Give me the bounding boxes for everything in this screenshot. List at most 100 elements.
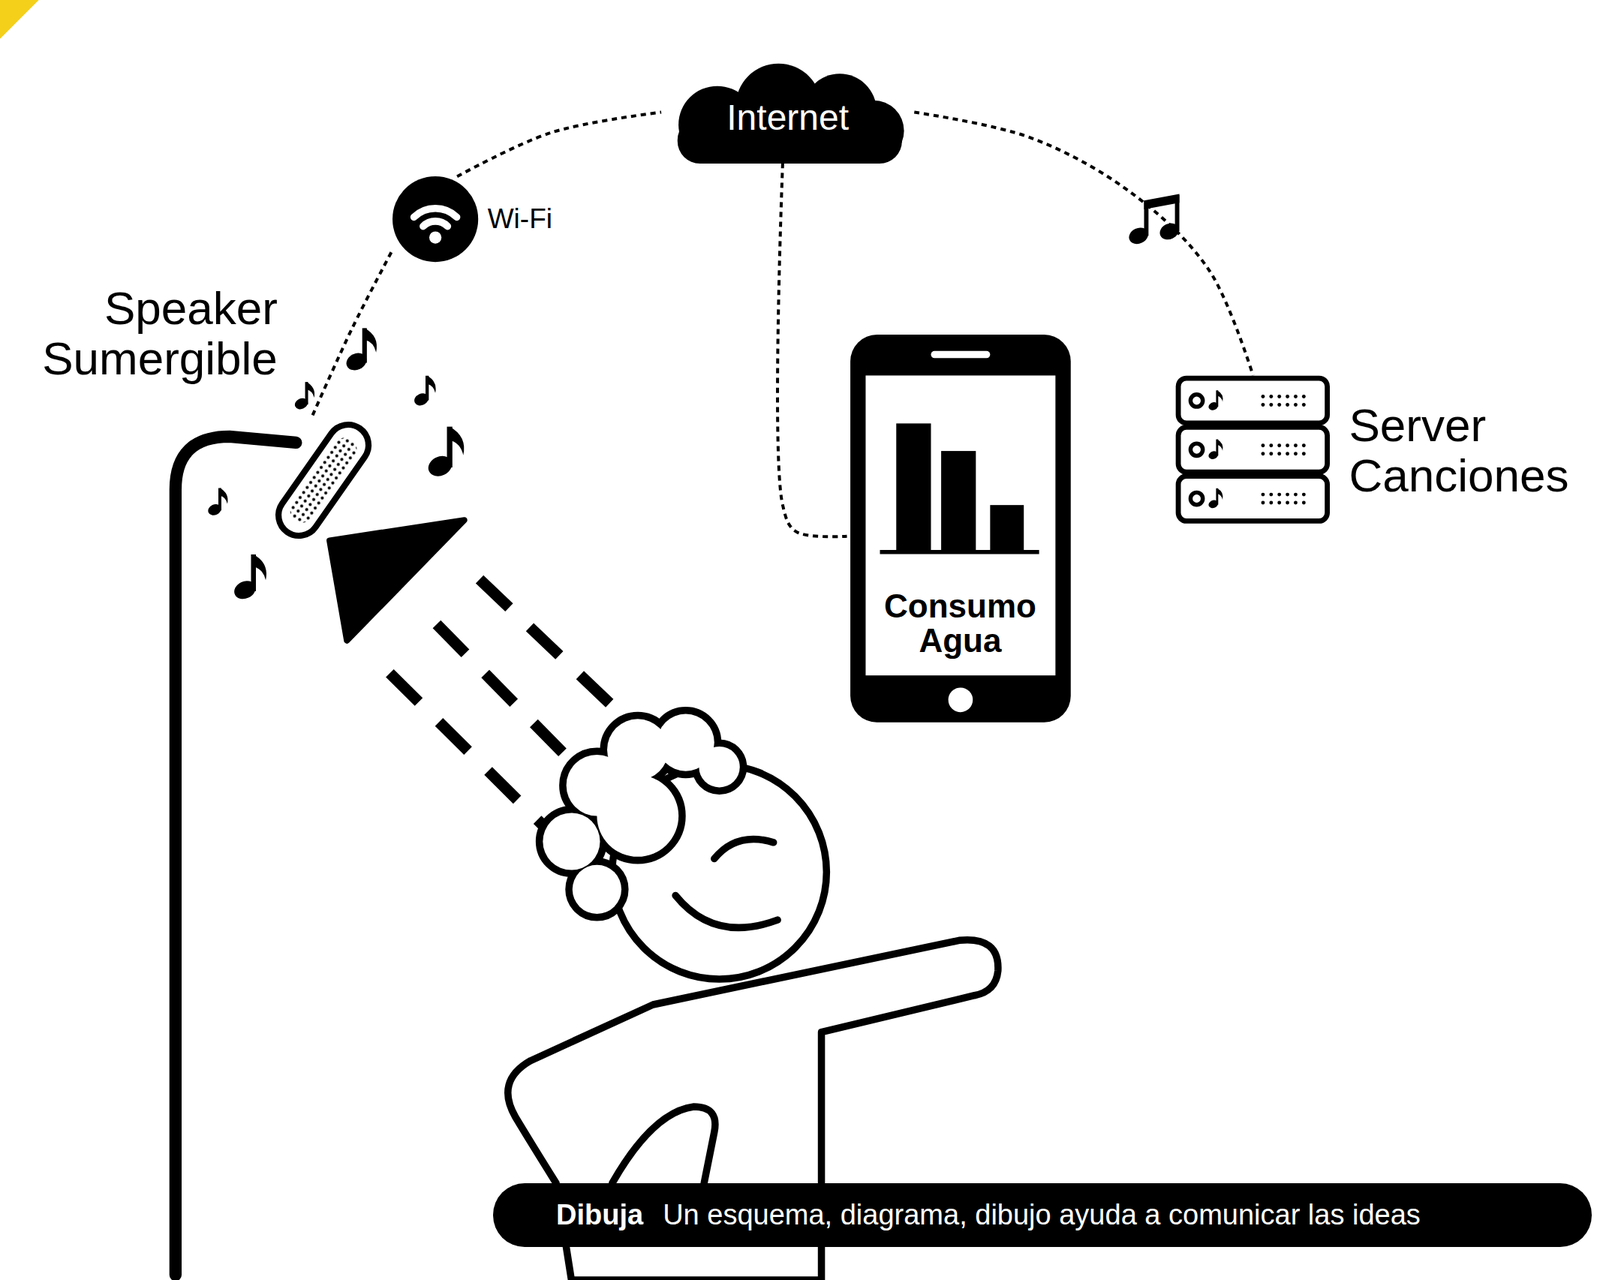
- server-rack-outline: [1293, 394, 1298, 399]
- node-label: Server Canciones: [1349, 400, 1597, 502]
- wifi-icon-outline: [423, 221, 449, 227]
- foam: [572, 865, 622, 915]
- server-rack-outline: [1285, 452, 1290, 457]
- speaker-device-outline: [270, 417, 376, 545]
- music-note: [206, 488, 229, 518]
- dashed-connector: [312, 249, 394, 416]
- shower-head: [329, 520, 464, 641]
- server-rack-outline: [1261, 444, 1266, 449]
- server-rack-outline: [1302, 493, 1306, 497]
- phone-device-outline: [847, 331, 1074, 726]
- dashed-connector: [457, 112, 662, 178]
- music-note: [231, 554, 267, 603]
- server-rack-outline: [1261, 452, 1266, 457]
- server-rack-outline: [1190, 394, 1204, 407]
- server-rack-outline: [1178, 476, 1328, 522]
- music-note: [343, 327, 377, 373]
- server-rack: Server Canciones: [1175, 375, 1331, 527]
- foam: [596, 775, 679, 858]
- shower-pipe: [175, 436, 296, 1276]
- foam: [542, 812, 600, 870]
- music-note: [292, 381, 315, 412]
- phone-device-outline: [896, 423, 931, 551]
- server-rack-outline: [1302, 501, 1306, 506]
- wifi-icon-outline: [392, 176, 479, 262]
- music-note: [412, 375, 436, 409]
- server-rack-outline: [1293, 452, 1298, 457]
- wifi-icon-outline: [429, 231, 442, 244]
- foam: [596, 775, 679, 858]
- phone-device-outline: [941, 451, 976, 551]
- server-rack-outline: [1261, 493, 1266, 497]
- phone-device-outline: [989, 505, 1024, 551]
- cloud-node-outline: [677, 63, 905, 163]
- server-rack-outline: [1261, 501, 1266, 506]
- server-rack-outline: [1261, 394, 1266, 399]
- server-rack-outline: [1207, 390, 1224, 413]
- speaker-device-outline: [270, 417, 376, 545]
- node-label: Speaker Sumergible: [10, 283, 278, 385]
- server-rack-outline: [1261, 403, 1266, 407]
- server-rack-outline: [1278, 501, 1282, 506]
- foam: [542, 714, 740, 915]
- server-rack-outline: [1269, 403, 1274, 407]
- dashed-connector: [777, 163, 847, 538]
- foam: [698, 746, 740, 788]
- person: [714, 839, 774, 860]
- server-rack-outline: [1293, 493, 1298, 497]
- server-rack-outline: [1278, 493, 1282, 497]
- phone-device-outline: [850, 334, 1071, 723]
- caption-text: Un esquema, diagrama, dibujo ayuda a com…: [662, 1199, 1421, 1232]
- server-rack-outline: [1190, 443, 1204, 456]
- person: [612, 1106, 716, 1184]
- server-rack-outline: [1293, 501, 1298, 506]
- node-label: Wi-Fi: [487, 203, 553, 235]
- server-rack-outline: [1269, 452, 1274, 457]
- server-rack-outline: [1269, 493, 1274, 497]
- phone-device-outline: [930, 351, 990, 359]
- server-rack-outline: [1278, 403, 1282, 407]
- server-rack-outline: [1278, 394, 1282, 399]
- server-rack-outline: [1293, 444, 1298, 449]
- server-rack-outline: [1207, 439, 1224, 461]
- server-rack-outline: [1285, 493, 1290, 497]
- phone-device-outline: [879, 550, 1039, 554]
- server-rack-outline: [1302, 403, 1306, 407]
- phone-device: Consumo Agua: [847, 331, 1074, 726]
- foam: [572, 865, 622, 915]
- server-rack-outline: [1285, 444, 1290, 449]
- foam: [542, 812, 600, 870]
- node-label: Internet: [726, 86, 849, 139]
- server-rack-outline: [1285, 394, 1290, 399]
- server-rack-outline: [1285, 403, 1290, 407]
- server-rack-outline: [1178, 427, 1328, 473]
- phone-device-outline: [865, 375, 1056, 676]
- node-label: Consumo Agua: [865, 589, 1056, 659]
- wifi-icon: Wi-Fi: [392, 176, 479, 262]
- speaker-device-outline: [285, 433, 361, 527]
- person: [675, 896, 778, 929]
- caption-heading: Dibuja: [556, 1199, 644, 1232]
- shower-head: [329, 520, 464, 641]
- music-note: [424, 427, 464, 481]
- speaker-device-outline: [269, 415, 378, 546]
- cloud-node: Internet: [661, 61, 915, 164]
- server-rack-outline: [1269, 394, 1274, 399]
- wifi-icon-outline: [392, 176, 479, 262]
- speaker-device: Speaker Sumergible: [269, 415, 378, 546]
- server-rack-outline: [1278, 452, 1282, 457]
- server-rack-outline: [1278, 444, 1282, 449]
- corner-mark: [0, 0, 40, 40]
- music-note: [1126, 193, 1182, 247]
- server-rack-outline: [1178, 378, 1328, 424]
- caption-band: Dibuja Un esquema, diagrama, dibujo ayuda…: [493, 1183, 1592, 1247]
- foam: [698, 746, 740, 788]
- foam: [542, 714, 740, 915]
- server-rack-outline: [1269, 444, 1274, 449]
- phone-device-outline: [947, 687, 973, 713]
- shower-pipe: [175, 436, 296, 1276]
